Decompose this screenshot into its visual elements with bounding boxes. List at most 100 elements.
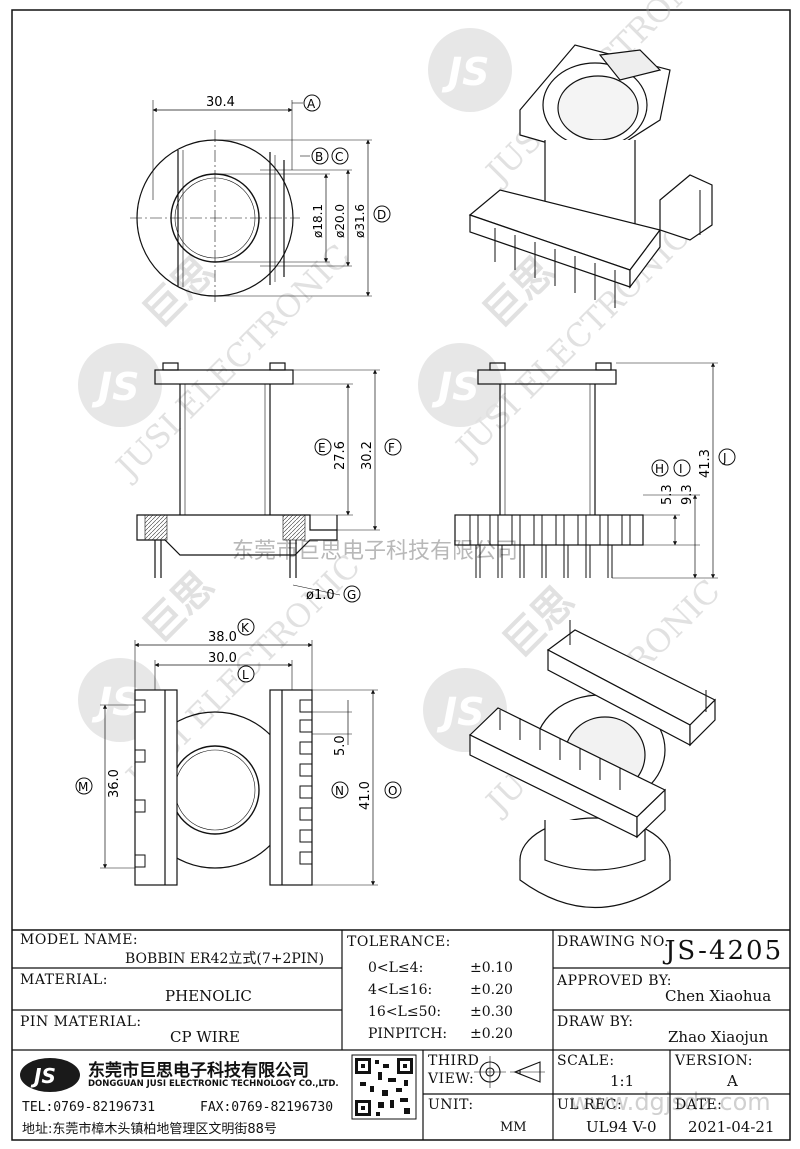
tolerance-value-1: ±0.20 [470, 982, 513, 998]
watermark-logo-5 [428, 28, 512, 112]
watermark-logo-1 [78, 343, 162, 427]
svg-text:H: H [655, 462, 664, 476]
top-view [130, 100, 372, 305]
ref-f-badge: F [384, 438, 402, 456]
draw-by-label: DRAW BY: [557, 1014, 634, 1030]
ref-b-badge: B [311, 147, 329, 165]
watermark-brand-cn-2: 巨思 [475, 248, 564, 337]
scale-value: 1:1 [610, 1072, 635, 1090]
ref-m-badge: M [75, 777, 93, 795]
ref-e-badge: E [314, 438, 332, 456]
dim-c-value: ø20.0 [333, 204, 347, 238]
title-block-grid [12, 929, 790, 1140]
ref-j-badge: J [718, 448, 736, 466]
dim-e-value: 27.6 [333, 441, 348, 470]
third-angle-projection-icon [474, 1056, 545, 1088]
ref-d-badge: D [373, 205, 391, 223]
ul-rec-label: UL REC: [557, 1097, 623, 1113]
iso-view-bottom [468, 620, 717, 909]
scale-label: SCALE: [557, 1053, 615, 1069]
dim-k-value: 38.0 [208, 630, 237, 645]
dim-a-value: 30.4 [206, 95, 235, 110]
model-name-label: MODEL NAME: [20, 932, 139, 948]
svg-text:L: L [242, 668, 249, 682]
third-view-label-line2: VIEW: [428, 1071, 475, 1087]
unit-value: MM [500, 1120, 527, 1135]
svg-text:JS: JS [30, 1064, 56, 1088]
dim-d-value: ø31.6 [353, 204, 367, 238]
tolerance-value-2: ±0.30 [470, 1004, 513, 1020]
svg-text:N: N [335, 784, 344, 798]
dim-f-value: 30.2 [360, 441, 375, 470]
svg-text:C: C [335, 150, 343, 164]
svg-text:D: D [377, 208, 386, 222]
watermark-logo-text-4: JS [436, 690, 485, 734]
ref-g-badge: G [343, 585, 361, 603]
draw-by-value: Zhao Xiaojun [668, 1028, 769, 1046]
company-tel: TEL:0769-82196731 [22, 1100, 156, 1115]
company-logo: JS [20, 1058, 80, 1092]
ref-c-badge: C [331, 147, 349, 165]
date-label: DATE: [675, 1097, 723, 1113]
material-value: PHENOLIC [165, 987, 252, 1005]
watermark-logo-text-1: JS [91, 365, 140, 409]
approved-by-value: Chen Xiaohua [665, 987, 772, 1005]
svg-text:I: I [679, 462, 683, 476]
dim-i-value: 9.3 [680, 484, 695, 505]
watermark-logo-2 [418, 343, 502, 427]
svg-text:G: G [347, 588, 356, 602]
version-label: VERSION: [675, 1053, 753, 1069]
svg-text:A: A [307, 97, 316, 111]
side-view [454, 362, 718, 579]
svg-text:K: K [241, 621, 250, 635]
iso-view-top [468, 44, 713, 308]
tolerance-range-0: 0<L≤4: [368, 960, 424, 976]
tolerance-label: TOLERANCE: [347, 934, 451, 950]
third-view-label-line1: THIRD [428, 1053, 480, 1069]
watermark-logo-text-5: JS [441, 50, 490, 94]
dim-j-value: 41.3 [698, 449, 713, 478]
company-fax: FAX:0769-82196730 [200, 1100, 334, 1115]
tolerance-range-1: 4<L≤16: [368, 982, 433, 998]
dim-g-value: ø1.0 [306, 588, 335, 603]
material-label: MATERIAL: [20, 972, 108, 988]
svg-text:O: O [388, 784, 397, 798]
version-value: A [727, 1072, 738, 1090]
company-name-en: DONGGUAN JUSI ELECTRONIC TECHNOLOGY CO.,… [88, 1079, 339, 1089]
date-value: 2021-04-21 [688, 1118, 775, 1136]
unit-label: UNIT: [428, 1097, 474, 1113]
dim-l-value: 30.0 [208, 651, 237, 666]
drawing-no-label: DRAWING NO. [557, 934, 669, 950]
bottom-view [100, 640, 378, 886]
ref-k-badge: K [237, 618, 255, 636]
ref-l-badge: L [237, 665, 255, 683]
watermark-company: 东莞市巨思电子科技有限公司 [232, 539, 518, 564]
drawing-no-value: JS-4205 [665, 936, 784, 966]
svg-text:F: F [388, 441, 395, 455]
qr-code-icon [351, 1054, 417, 1120]
sheet-border [11, 9, 791, 1141]
ul-rec-value: UL94 V-0 [586, 1118, 657, 1136]
pin-material-value: CP WIRE [170, 1028, 240, 1046]
ref-n-badge: N [331, 781, 349, 799]
approved-by-label: APPROVED BY: [557, 973, 672, 989]
ref-a-badge: A [303, 94, 321, 112]
dim-h-value: 5.3 [660, 484, 675, 505]
model-name-value: BOBBIN ER42立式(7+2PIN) [125, 951, 325, 967]
ref-o-badge: O [384, 781, 402, 799]
svg-text:M: M [78, 780, 88, 794]
svg-text:B: B [315, 150, 323, 164]
tolerance-value-0: ±0.10 [470, 960, 513, 976]
watermark-logo-text-3: JS [91, 680, 140, 724]
dim-b-value: ø18.1 [311, 204, 325, 238]
company-name-cn: 东莞市巨思电子科技有限公司 [88, 1061, 309, 1081]
svg-text:E: E [318, 441, 326, 455]
svg-text:J: J [722, 451, 727, 465]
dim-m-value: 36.0 [107, 769, 122, 798]
front-view [136, 362, 380, 596]
tolerance-value-3: ±0.20 [470, 1026, 513, 1042]
tolerance-range-3: PINPITCH: [368, 1026, 448, 1042]
dim-o-value: 41.0 [358, 781, 373, 810]
ref-h-badge: H [651, 459, 669, 477]
